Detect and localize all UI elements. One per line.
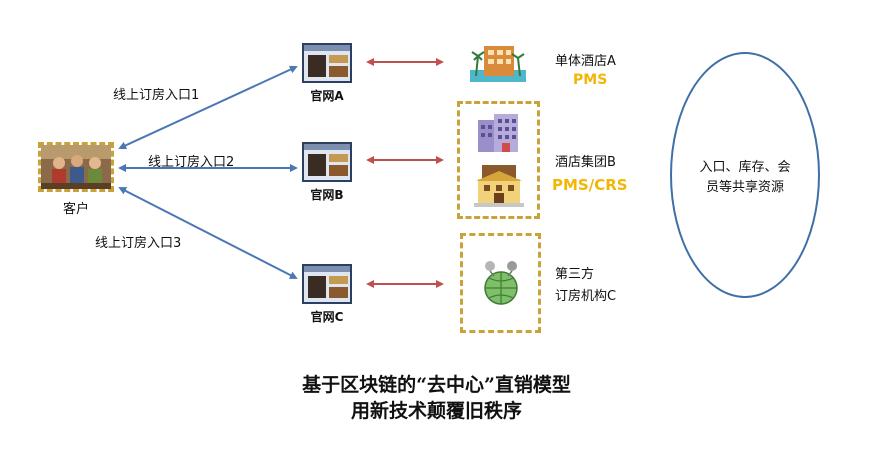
caption-line2: 用新技术颠覆旧秩序 xyxy=(350,400,522,422)
shared-resources-line2: 员等共享资源 xyxy=(705,180,784,195)
website-b-label: 官网B xyxy=(310,188,344,202)
website-a-icon xyxy=(302,43,352,83)
customer-box xyxy=(38,142,114,192)
arrow-customer-site-c xyxy=(118,187,298,279)
website-b-icon xyxy=(302,142,352,182)
shared-resources-line1: 入口、库存、会 xyxy=(699,160,791,175)
website-c-label: 官网C xyxy=(310,310,344,324)
hotel-a-name: 单体酒店A xyxy=(555,54,616,69)
caption-line1: 基于区块链的“去中心”直销模型 xyxy=(302,374,571,396)
agency-name-line2: 订房机构C xyxy=(555,289,617,304)
hotel-a-system: PMS xyxy=(573,72,608,88)
globe-icon xyxy=(484,261,518,305)
website-c-icon xyxy=(302,264,352,304)
channel-label-2: 线上订房入口2 xyxy=(148,155,235,170)
customer-label: 客户 xyxy=(62,202,89,217)
agency-name-line1: 第三方 xyxy=(555,267,595,282)
shared-resources-text: 入口、库存、会 员等共享资源 xyxy=(676,158,814,198)
hotel-group-box xyxy=(457,101,540,219)
arrow-customer-site-a xyxy=(118,65,298,150)
website-a-label: 官网A xyxy=(310,89,344,103)
hotel-group-system: PMS/CRS xyxy=(552,176,628,194)
channel-label-3: 线上订房入口3 xyxy=(95,236,182,251)
channel-label-1: 线上订房入口1 xyxy=(113,88,200,103)
hotel-building-icon xyxy=(470,46,526,82)
hotel-group-name: 酒店集团B xyxy=(555,155,616,170)
customer-photo-icon xyxy=(41,145,111,189)
hotel-front-icon xyxy=(474,165,524,207)
shared-resources-ellipse xyxy=(670,52,820,298)
agency-box xyxy=(460,233,541,333)
hotel-tower-icon xyxy=(478,114,518,152)
